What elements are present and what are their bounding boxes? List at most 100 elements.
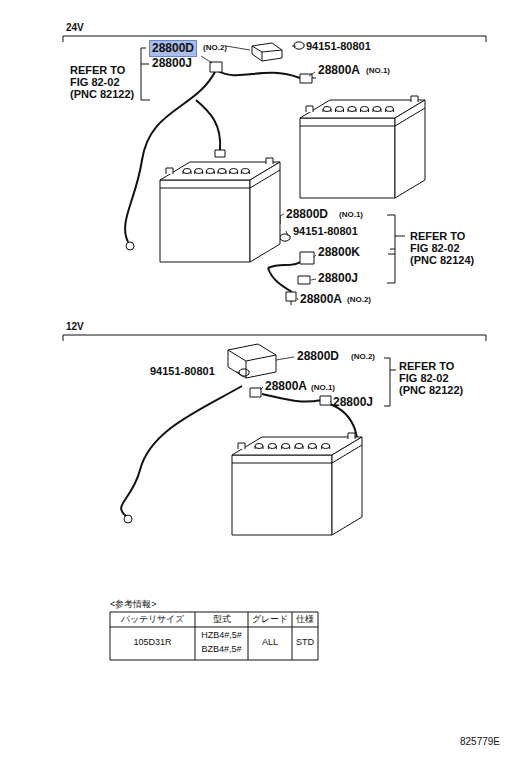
- battery-cable: [196, 100, 220, 150]
- figure-number: 825779E: [460, 736, 500, 747]
- cable-connector: [215, 150, 225, 157]
- battery-outline: [373, 107, 381, 112]
- battery-outline: [218, 171, 226, 174]
- table-cell: 105D31R: [110, 638, 195, 648]
- battery-group: [160, 96, 425, 535]
- table-heading: <参考情報>: [110, 600, 157, 610]
- battery-outline: [323, 109, 331, 112]
- battery-outline: [361, 109, 369, 112]
- battery-outline: [373, 109, 381, 112]
- reference-note: REFER TO FIG 82-02 (PNC 82122): [70, 64, 140, 100]
- battery-outline: [255, 444, 263, 449]
- battery-outline: [230, 169, 238, 174]
- terminal-cover: [252, 43, 282, 61]
- part-number: 94151-80801: [306, 40, 371, 52]
- terminal-cover: [228, 344, 276, 378]
- battery-outline: [218, 169, 226, 174]
- battery-outline: [206, 171, 214, 174]
- part-number: 94151-80801: [293, 225, 358, 237]
- battery-outline: [322, 446, 330, 449]
- cable-clamp: [320, 396, 331, 405]
- nut: [294, 42, 304, 49]
- battery-outline: [386, 109, 394, 112]
- cable-clamp: [210, 62, 222, 72]
- callout-number: (NO.1): [339, 211, 363, 220]
- battery-terminal: [300, 74, 316, 83]
- voltage-label: 24V: [66, 22, 84, 33]
- nut: [280, 234, 290, 241]
- table-cell: 仕様: [292, 615, 318, 625]
- battery-cable: [121, 386, 242, 516]
- ring-terminal: [124, 515, 132, 523]
- battery-outline: [308, 444, 316, 449]
- reference-bracket: [384, 358, 396, 406]
- table-cell: STD: [292, 638, 318, 648]
- part-number: 28800J: [152, 57, 192, 70]
- battery-outline: [241, 171, 249, 174]
- section-frame: [63, 36, 486, 42]
- part-number: 28800A: [318, 64, 360, 77]
- battery-cable: [268, 268, 292, 292]
- battery-outline: [348, 107, 356, 112]
- callout-number: (NO.1): [311, 384, 335, 393]
- battery-outline: [308, 446, 316, 449]
- battery-outline: [348, 109, 356, 112]
- reference-note: REFER TO FIG 82-02 (PNC 82122): [399, 360, 471, 396]
- battery-outline: [295, 446, 303, 449]
- battery-outline: [250, 162, 280, 262]
- battery-outline: [160, 180, 250, 262]
- battery-terminal: [286, 292, 296, 305]
- part-number: 28800D: [286, 208, 328, 221]
- part-number: 28800K: [318, 246, 360, 259]
- part-number: 28800D: [297, 350, 339, 363]
- cable-clamp: [298, 276, 310, 284]
- table-cell: ALL: [248, 638, 292, 648]
- section-frame: [63, 335, 486, 341]
- part-number: 28800A: [265, 380, 307, 393]
- battery-outline: [336, 109, 344, 112]
- battery-outline: [230, 171, 238, 174]
- reference-bracket: [387, 215, 405, 283]
- nut: [239, 369, 249, 376]
- part-number: 94151-80801: [150, 365, 215, 377]
- battery-outline: [336, 107, 344, 112]
- table-cell: HZB4#,5#: [195, 631, 248, 641]
- battery-outline: [238, 433, 355, 449]
- battery-outline: [323, 107, 331, 112]
- battery-outline: [232, 455, 332, 535]
- battery-outline: [300, 118, 395, 198]
- reference-table: [110, 612, 318, 660]
- part-number: 28800J: [333, 396, 373, 409]
- battery-cable: [216, 70, 300, 78]
- callout-number: (NO.2): [347, 296, 371, 305]
- callout-number: (NO.2): [351, 353, 375, 362]
- battery-outline: [255, 446, 263, 449]
- table-cell: バッテリサイズ: [110, 615, 195, 625]
- battery-outline: [206, 169, 214, 174]
- battery-outline: [268, 446, 276, 449]
- battery-outline: [241, 169, 249, 174]
- battery-outline: [282, 446, 290, 449]
- battery-outline: [166, 158, 273, 174]
- reference-note: REFER TO FIG 82-02 (PNC 82124): [410, 230, 482, 266]
- battery-cable: [268, 262, 300, 268]
- battery-terminal: [250, 388, 261, 397]
- battery-outline: [322, 444, 330, 449]
- battery-outline: [268, 444, 276, 449]
- battery-outline: [395, 100, 425, 198]
- battery-outline: [386, 107, 394, 112]
- table-cell: グレード: [248, 615, 292, 625]
- battery-cable: [262, 394, 322, 402]
- table-cell: BZB4#,5#: [195, 645, 248, 655]
- reference-bracket: [388, 254, 395, 255]
- cable-connector: [300, 252, 314, 264]
- battery-outline: [195, 169, 203, 174]
- part-number: 28800D: [149, 40, 197, 57]
- battery-outline: [295, 444, 303, 449]
- voltage-label: 12V: [66, 321, 84, 332]
- battery-outline: [332, 437, 362, 535]
- battery-outline: [361, 107, 369, 112]
- battery-outline: [183, 169, 191, 174]
- battery-outline: [183, 171, 191, 174]
- battery-outline: [306, 96, 418, 112]
